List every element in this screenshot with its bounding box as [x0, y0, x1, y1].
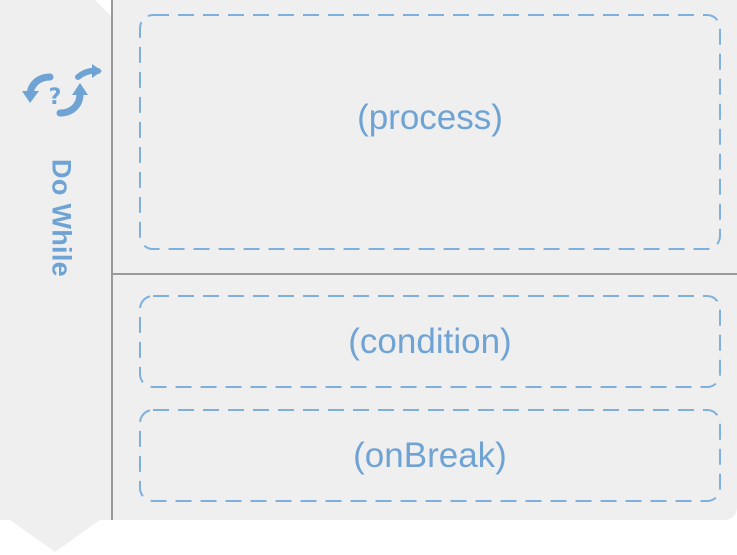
block-header: ? Do While: [0, 0, 112, 520]
loop-question-icon: ?: [22, 64, 102, 117]
onbreak-slot[interactable]: (onBreak): [139, 409, 721, 502]
process-slot[interactable]: (process): [139, 14, 721, 250]
condition-slot[interactable]: (condition): [139, 295, 721, 388]
svg-text:?: ?: [49, 85, 62, 110]
condition-slot-label: (condition): [348, 321, 512, 361]
onbreak-slot-label: (onBreak): [353, 435, 507, 475]
process-slot-label: (process): [357, 98, 503, 137]
block-title: Do While: [46, 159, 77, 277]
